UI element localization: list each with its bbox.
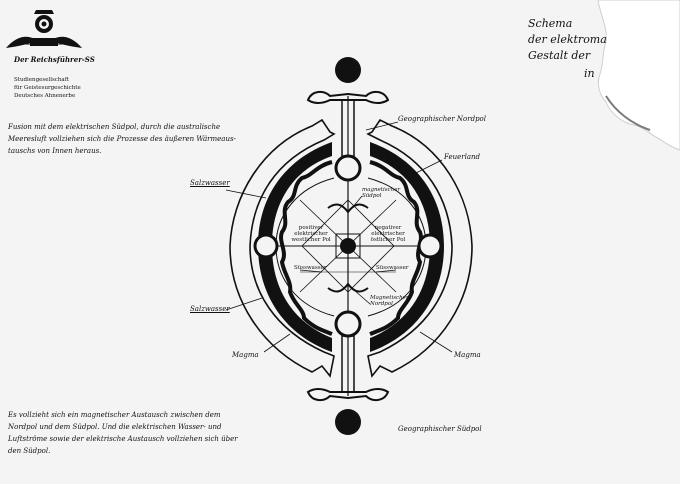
east-pole-circle: [417, 233, 443, 259]
society-line-2: für Geistesurgeschichte: [14, 85, 81, 91]
leader-title: Der Reichsführer-SS: [14, 55, 95, 64]
footer-line-1: Es vollzieht sich ein magnetischer Austa…: [8, 411, 221, 419]
schema-title-line-2: der elektroma: [528, 33, 607, 46]
label-geo-north: Geographischer Nordpol: [398, 115, 487, 123]
label-magma-left: Magma: [232, 351, 259, 359]
emblem-icon: [6, 10, 82, 48]
schema-title-line-3: Gestalt der: [528, 49, 591, 62]
label-suesswasser-left: Süsswasser: [294, 265, 327, 271]
torn-corner: [597, 0, 680, 151]
label-negative-pole: negativer elektrischer östlicher Pol: [370, 225, 406, 243]
label-magnetic-north: Magnetischer Nordpol: [370, 295, 409, 307]
south-pole-cap: [306, 282, 390, 435]
label-feuerland: Feuerland: [444, 153, 481, 161]
footer-line-4: den Südpol.: [8, 447, 51, 455]
schema-title-line-1: Schema: [528, 17, 573, 30]
society-line-3: Deutsches Ahnenerbe: [14, 93, 76, 99]
schema-title-line-4: in: [584, 67, 595, 80]
label-salzwasser-bottom: Salzwasser: [190, 305, 230, 313]
west-pole-circle: [253, 233, 279, 259]
footer-line-2: Nordpol und dem Südpol. Und die elektris…: [8, 423, 222, 431]
leader-lines: [225, 121, 453, 353]
society-line-1: Studiengesellschaft: [14, 77, 69, 83]
north-pole-cap: [306, 57, 390, 214]
label-salzwasser-top: Salzwasser: [190, 179, 230, 187]
polar-axis: [268, 96, 430, 396]
label-magnetic-south: magnetischer Südpol: [362, 187, 401, 199]
intro-line-3: tauschs von Innen heraus.: [8, 147, 102, 155]
label-magma-right: Magma: [454, 351, 481, 359]
footer-line-3: Luftströme sowie der elektrische Austaus…: [8, 435, 238, 443]
label-suesswasser-right: Süsswasser: [376, 265, 409, 271]
intro-line-1: Fusion mit dem elektrischen Südpol, durc…: [8, 123, 221, 131]
label-geo-south: Geographischer Südpol: [398, 425, 482, 433]
label-positive-pole: positiver elektrischer westlicher Pol: [291, 225, 331, 243]
intro-line-2: Meeresluft vollziehen sich die Prozesse …: [8, 135, 236, 143]
